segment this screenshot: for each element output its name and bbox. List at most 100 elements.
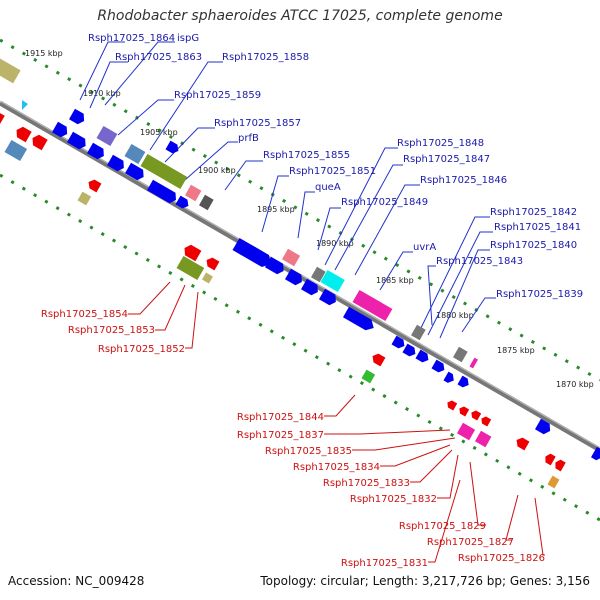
leader-line [155,284,186,331]
gene-arrow [391,335,405,349]
leader-line [534,497,545,556]
map-title: Rhodobacter sphaeroides ATCC 17025, comp… [97,8,503,24]
gene-arrow [175,195,189,209]
gene-label: Rsph17025_1854 [41,309,128,320]
kbp-label: 1890 kbp [316,239,354,248]
gene-arrow [87,142,104,160]
kbp-label: 1880 kbp [436,311,474,320]
leader-line [324,147,398,266]
leader-line [224,160,263,191]
leader-line [324,394,356,417]
leader-line [104,41,175,106]
leader-line [352,437,456,451]
gene-arrow [265,256,284,275]
leader-line [379,251,413,291]
gene-arrow [555,459,566,472]
gene-block [320,269,345,293]
gene-block [469,357,478,369]
gene-label: prfB [238,133,259,144]
gene-arrow [457,375,469,388]
leader-line [184,141,238,181]
gene-block [547,475,560,489]
gene-arrow [184,244,202,262]
leader-line [89,61,128,109]
gene-arrow [301,278,318,296]
leader-line [427,231,493,336]
gene-label: Rsph17025_1852 [98,344,185,355]
kbp-label: 1900 kbp [198,166,236,175]
gene-label: Rsph17025_1837 [237,430,324,441]
leader-line [461,297,496,333]
gene-block [202,272,213,284]
accession-label: Accession: NC_009428 [8,574,145,588]
gene-label: Rsph17025_1851 [289,166,376,177]
minus-strand-genes [4,126,566,489]
gene-arrow [443,371,454,383]
leader-line [261,175,289,233]
gene-arrow [165,140,179,154]
gene-label: Rsph17025_1859 [174,90,261,101]
gene-label: ispG [177,33,199,44]
gene-label: Rsph17025_1827 [427,537,514,548]
gene-label: Rsph17025_1842 [490,207,577,218]
gene-label: Rsph17025_1857 [214,118,301,129]
leader-line [128,281,171,315]
leader-line [428,479,461,563]
gene-arrow [516,437,530,451]
outer-dotted-track [0,38,600,382]
gene-arrow [32,134,48,151]
gene-arrow [415,349,429,363]
plus-leader-lines [79,41,496,339]
gene-label: Rsph17025_1853 [68,325,155,336]
gene-arrow [535,418,551,435]
kbp-label: 1910 kbp [83,89,121,98]
gene-arrow [471,410,482,421]
gene-arrow [402,343,416,357]
gene-label: Rsph17025_1841 [494,222,581,233]
leader-line [419,216,490,331]
kbp-label: 1870 kbp [556,380,594,389]
gene-label: Rsph17025_1847 [403,154,490,165]
gene-label: queA [315,182,341,193]
gene-arrow [481,416,492,427]
leader-line [324,429,451,435]
gene-block [352,289,393,322]
plus-gene-labels: Rsph17025_1864 ispG Rsph17025_1863 Rsph1… [88,33,583,300]
gene-block [185,184,202,202]
gene-arrow [431,359,445,373]
gene-label: Rsph17025_1833 [323,478,410,489]
gene-label: Rsph17025_1835 [265,446,352,457]
gene-arrow [52,121,68,138]
gene-block [4,139,28,162]
leader-line [469,461,486,526]
leader-line [437,454,459,499]
gene-arrow [125,162,144,181]
gene-block [176,255,205,281]
gene-arrow [67,131,86,150]
gene-arrow [22,100,28,110]
gene-arrow [285,268,302,286]
genome-summary: Topology: circular; Length: 3,217,726 bp… [260,574,590,588]
gene-block [453,346,468,363]
leader-line [117,99,174,136]
gene-label: Rsph17025_1848 [397,138,484,149]
gene-arrow [16,126,32,143]
leader-line [505,494,519,541]
gene-label: Rsph17025_1864 [88,33,175,44]
gene-arrow [372,353,386,367]
gene-block [361,369,376,384]
gene-block [140,153,188,190]
gene-arrow [147,179,176,204]
gene-label: Rsph17025_1863 [115,52,202,63]
leader-line [79,41,125,101]
kbp-label: 1905 kbp [140,128,178,137]
gene-block [96,125,118,147]
plus-strand-genes [0,55,600,461]
leader-line [427,265,436,326]
gene-label: Rsph17025_1849 [341,197,428,208]
gene-label: Rsph17025_1826 [458,553,545,564]
gene-block [475,430,492,448]
gene-arrow [88,179,102,193]
gene-arrow [107,154,124,172]
